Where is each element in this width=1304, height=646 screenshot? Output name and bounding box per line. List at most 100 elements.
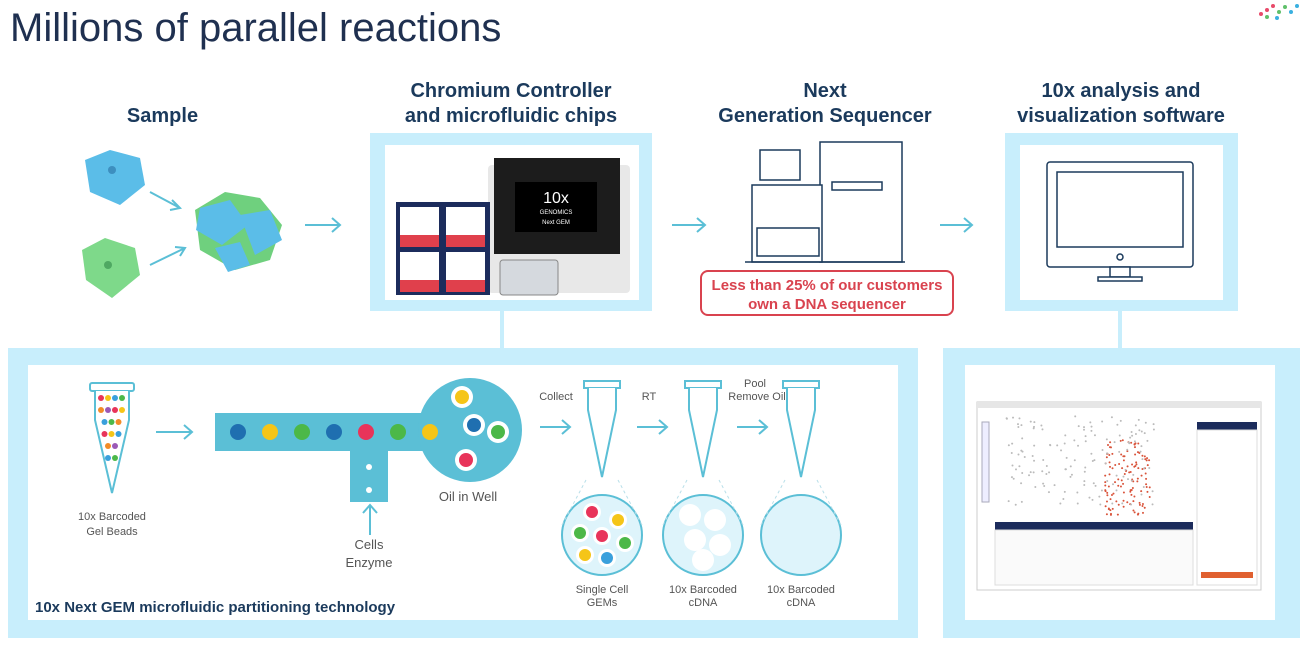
tsne-point xyxy=(1123,492,1125,494)
tsne-point xyxy=(1011,464,1013,466)
tsne-point xyxy=(1146,486,1148,488)
gem-bead xyxy=(586,506,598,518)
bead-droplet xyxy=(422,424,438,440)
gel-bead xyxy=(105,407,111,413)
gel-bead xyxy=(112,395,118,401)
tsne-point xyxy=(1083,429,1085,431)
gel-bead xyxy=(102,419,108,425)
cdna-partition xyxy=(709,534,731,556)
gel-bead xyxy=(116,431,122,437)
tsne-point xyxy=(1146,457,1148,459)
tsne-point xyxy=(1099,503,1101,505)
tsne-point xyxy=(1020,450,1022,452)
bead-in-droplet xyxy=(467,418,481,432)
tsne-point xyxy=(1153,428,1155,430)
tsne-point xyxy=(1106,494,1108,496)
bead-droplet xyxy=(326,424,342,440)
tsne-point xyxy=(1128,441,1130,443)
tsne-point xyxy=(1153,423,1155,425)
tsne-point xyxy=(1033,460,1035,462)
tsne-point xyxy=(1033,421,1035,423)
label-gems: Single Cell xyxy=(576,584,629,596)
tsne-point xyxy=(1110,514,1112,516)
gel-bead xyxy=(109,431,115,437)
10x-logo-icon xyxy=(1255,0,1304,22)
tsne-point xyxy=(1134,511,1136,513)
bead-droplet xyxy=(262,424,278,440)
label-rt: RT xyxy=(642,391,657,403)
tsne-point xyxy=(1083,484,1085,486)
monitor-icon xyxy=(1047,162,1193,281)
label-gems: GEMs xyxy=(587,597,618,609)
tsne-point xyxy=(1120,420,1122,422)
heading-line: 10x analysis and xyxy=(990,79,1252,104)
tsne-point xyxy=(1140,445,1142,447)
tsne-point xyxy=(1059,502,1061,504)
gem-bead xyxy=(612,514,624,526)
tsne-point xyxy=(1101,421,1103,423)
tsne-point xyxy=(1148,459,1150,461)
tsne-point xyxy=(1015,504,1017,506)
tsne-point xyxy=(1102,449,1104,451)
tsne-point xyxy=(1118,504,1120,506)
tsne-point xyxy=(1139,502,1141,504)
label-collect: Collect xyxy=(539,391,573,403)
tsne-point xyxy=(1033,471,1035,473)
heading-software: 10x analysis andvisualization software xyxy=(990,79,1252,129)
tsne-point xyxy=(1122,455,1124,457)
bead-droplet xyxy=(358,424,374,440)
bead-in-droplet xyxy=(491,425,505,439)
tsne-point xyxy=(1135,463,1137,465)
tsne-point xyxy=(1017,426,1019,428)
tsne-point xyxy=(1060,449,1062,451)
gem-bead xyxy=(579,549,591,561)
tsne-point xyxy=(1142,505,1144,507)
gel-bead xyxy=(105,455,111,461)
label-oil-in-well: Oil in Well xyxy=(439,489,497,504)
tsne-point xyxy=(1135,424,1137,426)
tsne-point xyxy=(1098,496,1100,498)
label-remove-oil: Remove Oil xyxy=(728,391,785,403)
tsne-point xyxy=(1112,467,1114,469)
tsne-point xyxy=(1117,514,1119,516)
tsne-point xyxy=(1115,500,1117,502)
tsne-point xyxy=(1076,492,1078,494)
tsne-point xyxy=(1092,499,1094,501)
tsne-point xyxy=(1093,482,1095,484)
tsne-point xyxy=(1012,417,1014,419)
tsne-point xyxy=(1127,478,1129,480)
tsne-point xyxy=(1144,455,1146,457)
tsne-point xyxy=(1134,454,1136,456)
tsne-point xyxy=(1136,480,1138,482)
tsne-point xyxy=(1032,455,1034,457)
tsne-point xyxy=(1020,424,1022,426)
tsne-point xyxy=(1112,493,1114,495)
tsne-point xyxy=(1106,513,1108,515)
label-cdna: cDNA xyxy=(689,597,718,609)
tsne-point xyxy=(1145,478,1147,480)
label-beads: 10x Barcoded xyxy=(78,511,146,523)
tsne-point xyxy=(1141,431,1143,433)
tsne-point xyxy=(1148,467,1150,469)
tsne-point xyxy=(1132,509,1134,511)
tsne-point xyxy=(1130,504,1132,506)
tsne-point xyxy=(1131,464,1133,466)
gem-bead xyxy=(574,527,586,539)
tsne-point xyxy=(1042,483,1044,485)
tsne-point xyxy=(1109,446,1111,448)
tsne-point xyxy=(1122,483,1124,485)
tsne-point xyxy=(1090,453,1092,455)
tsne-point xyxy=(1143,467,1145,469)
tsne-point xyxy=(1048,471,1050,473)
gel-bead xyxy=(102,431,108,437)
tsne-point xyxy=(1137,442,1139,444)
tsne-point xyxy=(1069,476,1071,478)
label-pool: Pool xyxy=(744,378,766,390)
tsne-point xyxy=(1089,421,1091,423)
tsne-point xyxy=(1118,451,1120,453)
tsne-point xyxy=(1046,465,1048,467)
gel-bead xyxy=(112,407,118,413)
tsne-point xyxy=(1105,505,1107,507)
tsne-point xyxy=(1132,500,1134,502)
tsne-point xyxy=(1121,467,1123,469)
